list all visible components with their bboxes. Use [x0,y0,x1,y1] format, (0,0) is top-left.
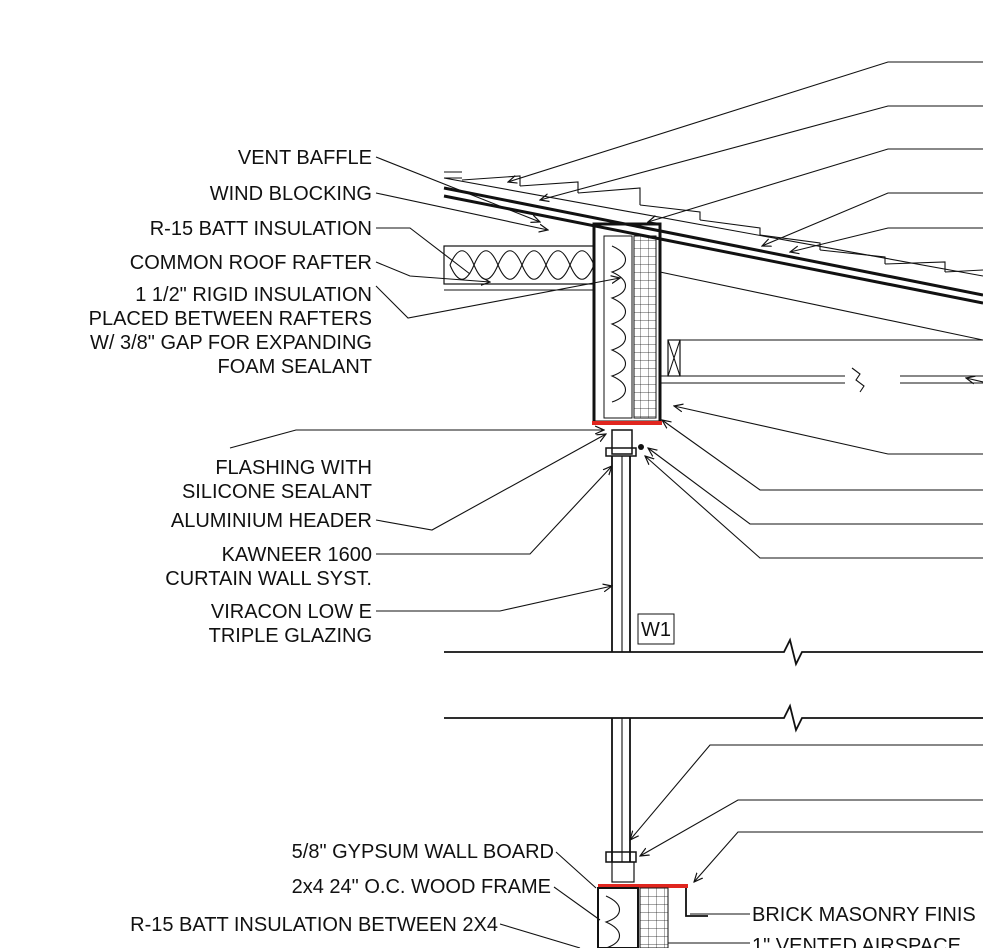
upper-wall [592,222,662,457]
label-aluminium-header: ALUMINIUM HEADER [171,510,372,532]
label-flashing-2: SILICONE SEALANT [182,481,372,503]
label-rigid-insulation-4: FOAM SEALANT [218,356,372,378]
label-curtain-wall-1: KAWNEER 1600 [222,544,372,566]
curtain-wall-mullion [605,456,637,883]
break-lines [444,637,983,733]
ceiling-joist [659,339,983,420]
label-curtain-wall-2: CURTAIN WALL SYST. [165,568,372,590]
label-batt-between: R-15 BATT INSULATION BETWEEN 2X4 [130,914,498,936]
label-batt-insulation: R-15 BATT INSULATION [150,218,372,240]
label-flashing-1: FLASHING WITH [215,457,372,479]
label-rigid-insulation-3: W/ 3/8" GAP FOR EXPANDING [90,332,372,354]
label-glazing-1: VIRACON LOW E [211,601,372,623]
label-rigid-insulation-2: PLACED BETWEEN RAFTERS [89,308,372,330]
callout-labels: VENT BAFFLE WIND BLOCKING R-15 BATT INSU… [89,147,976,948]
label-brick: BRICK MASONRY FINIS [752,904,976,926]
lower-wall [597,884,708,948]
label-rigid-insulation-1: 1 1/2" RIGID INSULATION [135,284,372,306]
label-vent-baffle: VENT BAFFLE [238,147,372,169]
label-airspace: 1" VENTED AIRSPACE [752,935,961,948]
window-tag: W1 [641,619,671,641]
roof-shingles [444,171,983,273]
roof-assembly [443,171,983,341]
window-tag-box [637,613,675,645]
label-wood-frame: 2x4 24" O.C. WOOD FRAME [292,876,551,898]
left-leaders [229,156,620,948]
label-gypsum: 5/8" GYPSUM WALL BOARD [292,841,554,863]
right-leaders [508,61,983,944]
label-glazing-2: TRIPLE GLAZING [209,625,372,647]
label-wind-blocking: WIND BLOCKING [210,183,372,205]
label-roof-rafter: COMMON ROOF RAFTER [130,252,372,274]
